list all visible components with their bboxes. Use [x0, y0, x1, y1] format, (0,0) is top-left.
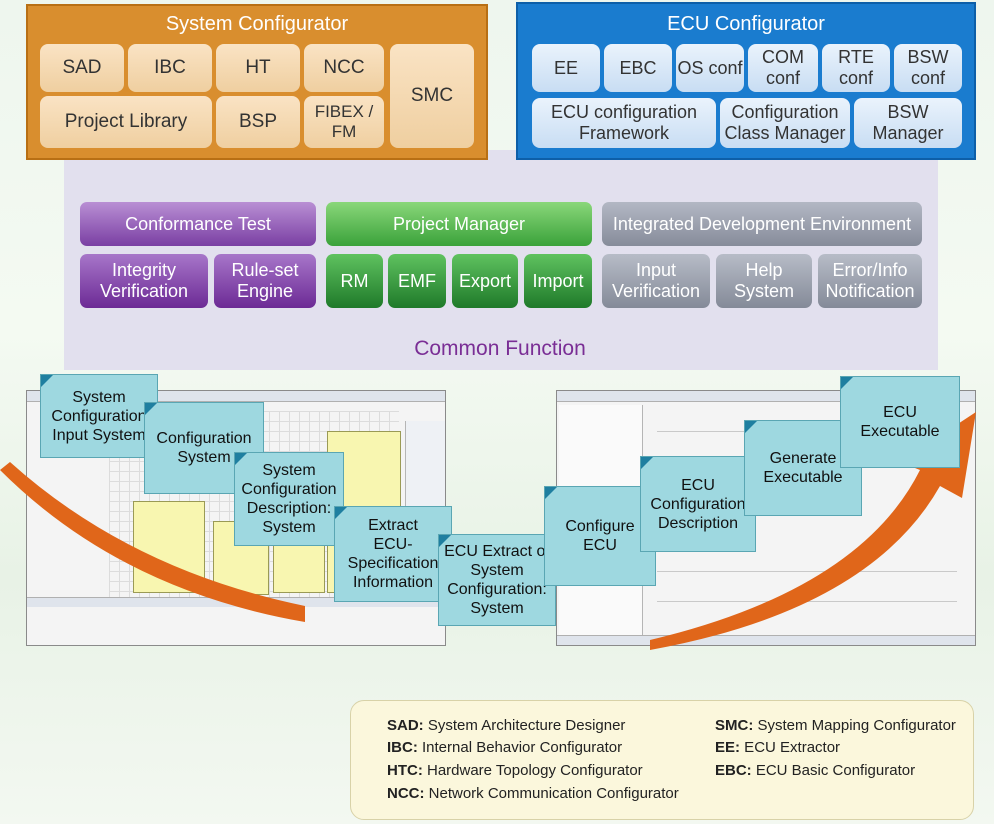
- step-ecu-executable: ECU Executable: [840, 376, 960, 468]
- integrity-verification-box: Integrity Verification: [80, 254, 208, 308]
- step-configure-ecu: Configure ECU: [544, 486, 656, 586]
- tool-com-conf: COM conf: [748, 44, 818, 92]
- ecu-configurator-title: ECU Configurator: [667, 12, 825, 35]
- legend-item-smc: SMC: System Mapping Configurator: [715, 717, 956, 734]
- legend-item-ee: EE: ECU Extractor: [715, 739, 841, 756]
- legend-item-ibc: IBC: Internal Behavior Configurator: [387, 739, 623, 756]
- left-curved-arrow: [0, 462, 305, 622]
- tool-ibc: IBC: [128, 44, 212, 92]
- help-system-box: Help System: [716, 254, 812, 308]
- input-verification-box: Input Verification: [602, 254, 710, 308]
- tool-bsp: BSP: [216, 96, 300, 148]
- ide-header: Integrated Development Environment: [602, 202, 922, 246]
- tool-configuration-class-manager: Configuration Class Manager: [720, 98, 850, 148]
- tool-ee: EE: [532, 44, 600, 92]
- error-info-notification-box: Error/Info Notification: [818, 254, 922, 308]
- rm-box: RM: [326, 254, 383, 308]
- tool-rte-conf: RTE conf: [822, 44, 890, 92]
- tool-project-library: Project Library: [40, 96, 212, 148]
- emf-box: EMF: [388, 254, 446, 308]
- tool-ecu-configuration-framework: ECU configuration Framework: [532, 98, 716, 148]
- step-system-configuration-input: System Configuration Input System: [40, 374, 158, 458]
- step-configuration-system: Configuration System: [144, 402, 264, 494]
- tool-os-conf: OS conf: [676, 44, 744, 92]
- tool-fibex-fm: FIBEX / FM: [304, 96, 384, 148]
- conformance-test-header: Conformance Test: [80, 202, 316, 246]
- tool-ht: HT: [216, 44, 300, 92]
- legend-item-htc: HTC: Hardware Topology Configurator: [387, 762, 643, 779]
- rule-set-engine-box: Rule-set Engine: [214, 254, 316, 308]
- screenshot-toolbar: [557, 391, 975, 402]
- step-extract-ecu-specification: Extract ECU- Specification Information: [334, 506, 452, 602]
- system-configurator-panel: System Configurator SAD IBC HT NCC SMC P…: [26, 4, 488, 160]
- system-configurator-title: System Configurator: [165, 12, 349, 35]
- step-ecu-extract: ECU Extract of System Configuration: Sys…: [438, 534, 556, 626]
- common-function-label: Common Function: [414, 337, 586, 360]
- legend-item-ebc: EBC: ECU Basic Configurator: [715, 762, 916, 779]
- project-manager-header: Project Manager: [326, 202, 592, 246]
- tool-smc: SMC: [390, 44, 474, 148]
- step-system-configuration-description: System Configuration Description: System: [234, 452, 344, 546]
- form-line: [657, 571, 957, 572]
- export-box: Export: [452, 254, 518, 308]
- step-ecu-configuration-description: ECU Configuration Description: [640, 456, 756, 552]
- tool-ebc: EBC: [604, 44, 672, 92]
- tab-bar: [557, 635, 975, 645]
- screenshot-toolbar: [27, 391, 445, 402]
- tool-sad: SAD: [40, 44, 124, 92]
- tool-bsw-conf: BSW conf: [894, 44, 962, 92]
- legend-item-ncc: NCC: Network Communication Configurator: [387, 785, 679, 802]
- tool-ncc: NCC: [304, 44, 384, 92]
- tool-bsw-manager: BSW Manager: [854, 98, 962, 148]
- legend-item-sad: SAD: System Architecture Designer: [387, 717, 626, 734]
- import-box: Import: [524, 254, 592, 308]
- ecu-configurator-panel: ECU Configurator EE EBC OS conf COM conf…: [516, 2, 976, 160]
- legend: SAD: System Architecture Designer IBC: I…: [350, 700, 974, 820]
